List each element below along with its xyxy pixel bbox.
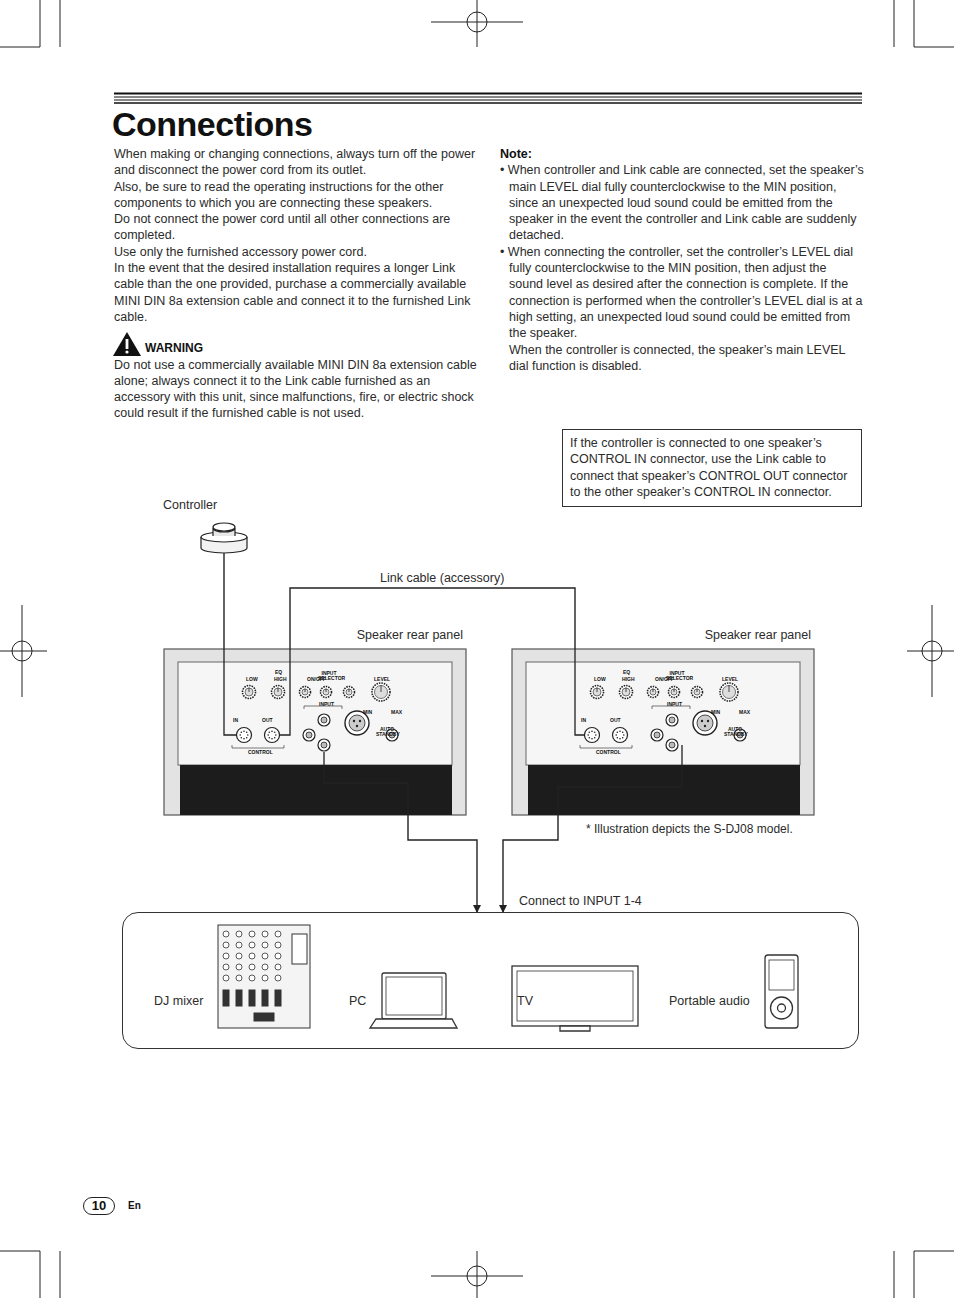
cable-line bbox=[223, 553, 224, 649]
panel-marking: CONTROL bbox=[248, 750, 273, 755]
controller-knob bbox=[201, 523, 247, 553]
device-label: Portable audio bbox=[669, 994, 750, 1008]
panel-marking: HIGH bbox=[274, 677, 287, 682]
panel-marking: OUT bbox=[262, 718, 273, 723]
note-heading: Note: bbox=[500, 146, 864, 162]
portable-audio-icon bbox=[765, 955, 798, 1028]
illustration-note: * Illustration depicts the S-DJ08 model. bbox=[586, 822, 793, 836]
panel-marking: MIN bbox=[711, 710, 720, 715]
panel-marking: INPUT SELECTOR bbox=[666, 671, 688, 681]
cable-line bbox=[408, 815, 477, 912]
device-node: DJ mixer bbox=[148, 921, 343, 1043]
panel-marking: MAX bbox=[391, 710, 402, 715]
warning-icon bbox=[113, 332, 141, 356]
panel-marking: EQ bbox=[623, 670, 630, 675]
body-text: Also, be sure to read the operating inst… bbox=[114, 179, 478, 212]
node-heading: Speaker rear panel bbox=[357, 628, 463, 642]
note-bullet: • When controller and Link cable are con… bbox=[500, 162, 864, 243]
dj-mixer-icon bbox=[218, 925, 310, 1028]
panel-marking: LOW bbox=[594, 677, 606, 682]
tv-icon bbox=[512, 966, 638, 1031]
panel-marking: INPUT bbox=[667, 702, 682, 707]
diagram-box: Connect to INPUT 1-4DJ mixerPCTVPortable… bbox=[122, 912, 859, 1049]
panel-marking: HIGH bbox=[622, 677, 635, 682]
device-label: DJ mixer bbox=[154, 994, 203, 1008]
panel-marking: MAX bbox=[739, 710, 750, 715]
panel-marking: IN bbox=[581, 718, 586, 723]
title-rule bbox=[114, 94, 862, 104]
panel-wires bbox=[224, 649, 682, 815]
panel-marking: INPUT bbox=[319, 702, 334, 707]
device-node: Portable audio bbox=[663, 921, 808, 1043]
panel-marking: OUT bbox=[610, 718, 621, 723]
node-heading: Connect to INPUT 1-4 bbox=[519, 894, 642, 908]
panel-marking: LEVEL bbox=[374, 677, 390, 682]
note-box-text: If the controller is connected to one sp… bbox=[570, 435, 854, 500]
page-title: Connections bbox=[112, 104, 312, 144]
body-text: Do not connect the power cord until all … bbox=[114, 211, 478, 244]
panel-marking: INPUT SELECTOR bbox=[318, 671, 340, 681]
node-label: Controller bbox=[163, 498, 217, 512]
panel-marking: AUTO STANDBY bbox=[376, 727, 398, 737]
diagram-box: Controller bbox=[160, 498, 250, 553]
note-bullet: • When connecting the controller, set th… bbox=[500, 244, 864, 342]
body-text: Use only the furnished accessory power c… bbox=[114, 244, 478, 260]
panel-marking: MIN bbox=[363, 710, 372, 715]
page-number: 10 bbox=[83, 1197, 115, 1215]
diagram-box: Speaker rear panel bbox=[164, 649, 466, 815]
laptop-icon bbox=[370, 973, 457, 1028]
panel-marking: LOW bbox=[246, 677, 258, 682]
node-heading: Speaker rear panel bbox=[705, 628, 811, 642]
warning-heading: WARNING bbox=[114, 340, 478, 356]
panel-marking: AUTO STANDBY bbox=[724, 727, 746, 737]
diagram-box: Speaker rear panel bbox=[512, 649, 814, 815]
language-code: En bbox=[128, 1200, 141, 1211]
speaker-panels bbox=[164, 649, 814, 815]
note-text: When the controller is connected, the sp… bbox=[500, 342, 864, 375]
right-column: Note:• When controller and Link cable ar… bbox=[500, 146, 864, 374]
body-text: In the event that the desired installati… bbox=[114, 260, 478, 325]
note-box: If the controller is connected to one sp… bbox=[562, 429, 862, 507]
panel-marking: IN bbox=[233, 718, 238, 723]
device-label: PC bbox=[349, 994, 366, 1008]
device-node: TV bbox=[511, 921, 646, 1043]
panel-marking: EQ bbox=[275, 670, 282, 675]
device-node: PC bbox=[343, 921, 463, 1043]
device-label: TV bbox=[517, 994, 533, 1008]
cable-line bbox=[290, 588, 575, 649]
panel-marking: CONTROL bbox=[596, 750, 621, 755]
panel-marking: LEVEL bbox=[722, 677, 738, 682]
body-text: When making or changing connections, alw… bbox=[114, 146, 478, 179]
edge-label: Link cable (accessory) bbox=[378, 571, 506, 585]
warning-text: Do not use a commercially available MINI… bbox=[114, 357, 478, 422]
left-column: When making or changing connections, alw… bbox=[114, 146, 478, 422]
